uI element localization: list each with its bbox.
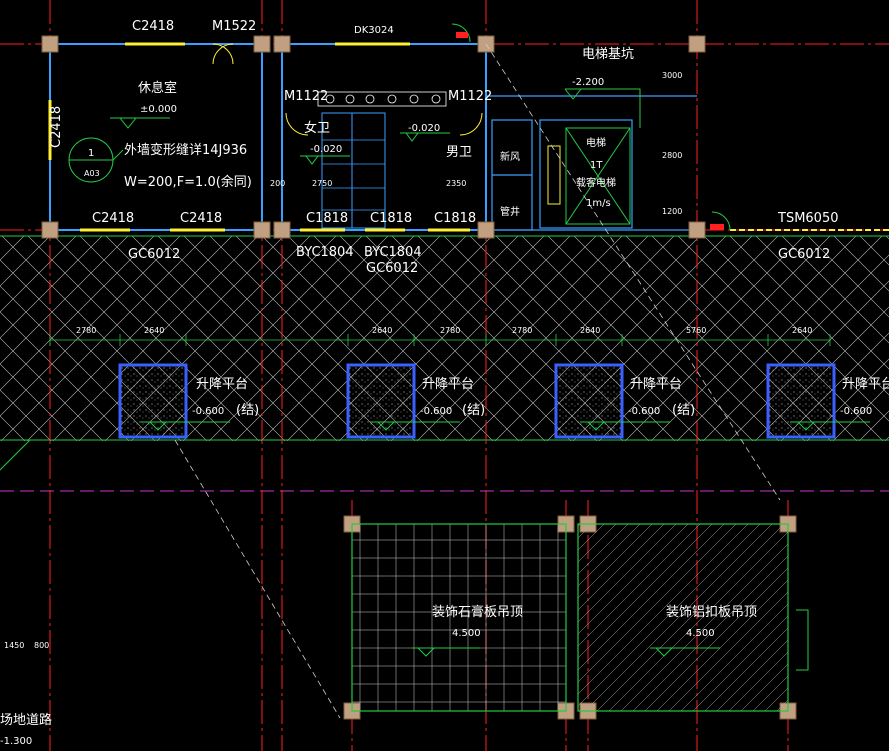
label-window-c2418-left: C2418 <box>49 106 64 148</box>
label-road: 场地道路 <box>0 712 52 728</box>
label-dim-2350: 2350 <box>446 179 466 188</box>
label-window-byc1804-a: BYC1804 <box>296 245 354 260</box>
label-lounge: 休息室 <box>138 80 177 96</box>
label-elevator-model: 载客电梯 <box>576 176 616 189</box>
label-window-c2418-b: C2418 <box>180 211 222 226</box>
label-door-m1122-left: M1122 <box>284 89 328 104</box>
label-lounge-level: ±0.000 <box>140 104 177 115</box>
label-alu-level: 4.500 <box>686 628 715 639</box>
label-elevator-speed: 1m/s <box>586 198 611 209</box>
label-dim-2640-a: 2640 <box>144 326 164 335</box>
label-wc-level-left: -0.020 <box>310 144 342 155</box>
label-dim-2750: 2750 <box>312 179 332 188</box>
label-window-gc6012-mid: GC6012 <box>366 261 418 276</box>
label-vent-shaft: 新风 <box>500 150 520 163</box>
detail-callout <box>68 137 124 183</box>
label-gypsum-ceiling: 装饰石膏板吊顶 <box>432 604 523 620</box>
ceiling-edge <box>796 609 809 671</box>
label-lift-platform-4: 升降平台 <box>842 377 889 392</box>
label-door-m1522: M1522 <box>212 19 256 34</box>
label-lift-struct-1: (结) <box>236 403 259 418</box>
dimension-chain <box>49 334 831 346</box>
elevator-pit-outline <box>565 88 641 128</box>
label-window-byc1804-b: BYC1804 <box>364 245 422 260</box>
alu-ceiling-area <box>577 523 789 712</box>
door-tags <box>456 32 724 230</box>
label-detail-ref: A03 <box>84 169 100 178</box>
label-lift-platform-1: 升降平台 <box>196 377 248 392</box>
label-gypsum-level: 4.500 <box>452 628 481 639</box>
label-wc-level-right: -0.020 <box>408 123 440 134</box>
elevation-markers <box>110 88 870 657</box>
label-detail-num: 1 <box>88 148 94 159</box>
label-window-c2418-a: C2418 <box>92 211 134 226</box>
label-male-wc: 男卫 <box>446 145 472 160</box>
label-lift-struct-3: (结) <box>672 403 695 418</box>
label-female-wc: 女卫 <box>304 120 330 136</box>
label-elevator-level: -2.200 <box>572 77 604 88</box>
label-door-dk3024: DK3024 <box>354 25 394 36</box>
label-dim-1200: 1200 <box>662 207 682 216</box>
label-window-c1818-b: C1818 <box>370 211 412 226</box>
window-markers <box>48 42 889 232</box>
lift-platforms <box>118 363 836 439</box>
label-lift-platform-3: 升降平台 <box>630 377 682 392</box>
leader-lines <box>174 43 781 719</box>
label-road-level: -1.300 <box>0 736 32 747</box>
label-dim-1450: 1450 <box>4 641 24 650</box>
label-dim-800: 800 <box>34 641 49 650</box>
label-window-c1818-a: C1818 <box>306 211 348 226</box>
label-dim-2640-c: 2640 <box>580 326 600 335</box>
label-dim-2780-b: 2780 <box>440 326 460 335</box>
gypsum-ceiling-area <box>351 523 567 712</box>
label-wall-note-2: W=200,F=1.0(余同) <box>124 174 252 190</box>
leader-green <box>0 439 31 471</box>
label-window-gc6012-left: GC6012 <box>128 247 180 262</box>
label-window-gc6012-right: GC6012 <box>778 247 830 262</box>
label-wall-note-1: 外墙变形缝详14J936 <box>124 142 247 158</box>
label-lift-level-4: -0.600 <box>840 406 872 417</box>
label-lift-level-3: -0.600 <box>628 406 660 417</box>
label-alu-ceiling: 装饰铝扣板吊顶 <box>666 605 757 620</box>
label-dim-2780-c: 2780 <box>512 326 532 335</box>
label-door-tsm6050: TSM6050 <box>777 211 839 226</box>
label-pipe-shaft: 管井 <box>500 205 520 218</box>
label-lift-level-2: -0.600 <box>420 406 452 417</box>
label-dim-3000: 3000 <box>662 71 682 80</box>
label-dim-2780-a: 2780 <box>76 326 96 335</box>
sink-row <box>317 91 447 107</box>
label-dim-200: 200 <box>270 179 285 188</box>
label-dim-2640-d: 2640 <box>792 326 812 335</box>
label-dim-2640-b: 2640 <box>372 326 392 335</box>
label-lift-level-1: -0.600 <box>192 406 224 417</box>
label-dim-5760: 5760 <box>686 326 706 335</box>
label-window-c2418-top: C2418 <box>132 19 174 34</box>
label-dim-2800: 2800 <box>662 151 682 160</box>
label-elevator-pit: 电梯基坑 <box>582 47 634 62</box>
label-lift-platform-2: 升降平台 <box>422 377 474 392</box>
door-swings <box>212 23 731 231</box>
label-elevator-load: 1T <box>590 160 603 171</box>
label-door-m1122-right: M1122 <box>448 89 492 104</box>
label-elevator: 电梯 <box>586 136 606 149</box>
label-window-c1818-c: C1818 <box>434 211 476 226</box>
label-lift-struct-2: (结) <box>462 403 485 418</box>
elevator-shaft <box>547 127 631 225</box>
